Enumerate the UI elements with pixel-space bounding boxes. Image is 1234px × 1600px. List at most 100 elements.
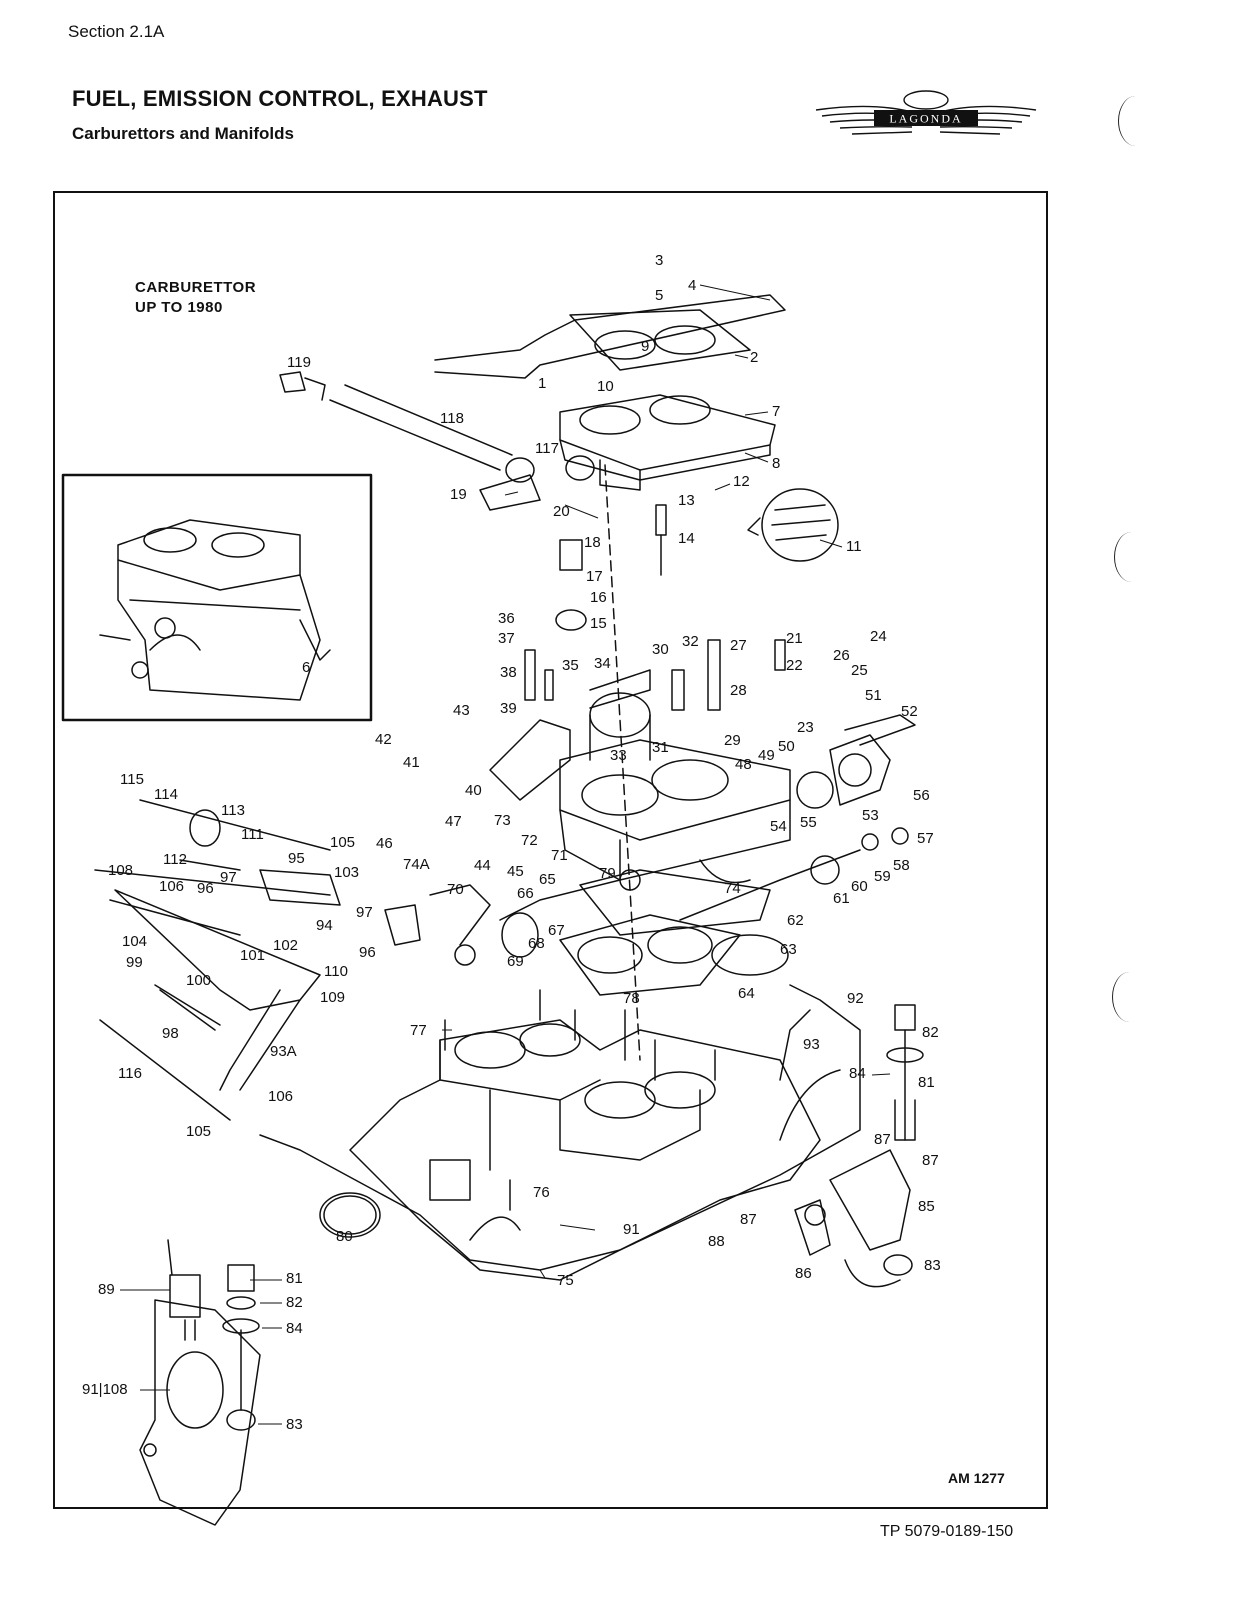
binding-hole-mark <box>1112 972 1147 1022</box>
callout-51: 51 <box>865 687 882 704</box>
callout-13: 13 <box>678 492 695 509</box>
binding-hole-mark <box>1118 96 1153 146</box>
callout-82: 82 <box>922 1024 939 1041</box>
leader-lines <box>120 284 891 1425</box>
inset-caption-line2: UP TO 1980 <box>135 299 223 316</box>
air-filter <box>747 488 839 562</box>
callout-33: 33 <box>610 747 627 764</box>
callout-15: 15 <box>590 615 607 632</box>
carburettor-body <box>489 669 791 891</box>
callout-62: 62 <box>787 912 804 929</box>
callout-67: 67 <box>548 922 565 939</box>
callout-45: 45 <box>507 863 524 880</box>
lagonda-logo: LAGONDA <box>815 90 1037 135</box>
gasket-top <box>434 294 786 379</box>
callout-99: 98 <box>162 1025 179 1042</box>
callout-55: 55 <box>800 814 817 831</box>
callout-98a: 97 <box>220 869 237 886</box>
callout-79: 79 <box>599 865 616 882</box>
callout-29: 29 <box>724 732 741 749</box>
callout-20: 20 <box>553 503 570 520</box>
callout-117: 116 <box>118 1065 142 1082</box>
callout-30: 30 <box>652 641 669 658</box>
callout-86: 86 <box>795 1265 812 1282</box>
callout-109: 108 <box>108 862 133 879</box>
callout-107b: 106 <box>268 1088 293 1105</box>
callout-14: 14 <box>678 530 695 547</box>
callout-46: 46 <box>376 835 393 852</box>
callout-83: 83 <box>924 1257 941 1274</box>
callout-19: 19 <box>450 486 467 503</box>
callout-113: 112 <box>163 851 187 868</box>
callout-42: 42 <box>375 731 392 748</box>
callout-94: 93A <box>270 1043 297 1060</box>
callout-69: 69 <box>507 953 524 970</box>
callout-28: 28 <box>730 682 747 699</box>
callout-11: 11 <box>846 538 862 555</box>
section-number: Section 2.1A <box>68 22 165 41</box>
callout-78: 78 <box>623 990 640 1007</box>
callout-27: 27 <box>730 637 747 654</box>
binding-hole-mark <box>1114 532 1149 582</box>
callout-112: 111 <box>241 826 264 843</box>
inlet-manifold <box>349 1019 841 1281</box>
callout-72: 72 <box>521 832 538 849</box>
callout-105: 104 <box>122 933 147 950</box>
callout-107a: 106 <box>159 878 184 895</box>
callout-53: 53 <box>862 807 879 824</box>
callout-100: 99 <box>126 954 143 971</box>
callout-26: 26 <box>833 647 850 664</box>
callout-37: 37 <box>498 630 515 647</box>
callout-97a: 96 <box>197 880 214 897</box>
callout-65: 65 <box>539 871 556 888</box>
inset-callout-84: 84 <box>286 1320 303 1337</box>
callout-68: 68 <box>528 935 545 952</box>
callout-61: 61 <box>833 890 850 907</box>
callout-22: 22 <box>786 657 803 674</box>
callout-21: 21 <box>786 630 803 647</box>
fuel-hose <box>279 371 595 511</box>
callout-76: 76 <box>533 1184 550 1201</box>
linkage <box>384 827 909 966</box>
callout-58: 58 <box>893 857 910 874</box>
carburettor-cover <box>559 394 776 491</box>
callout-40: 40 <box>465 782 482 799</box>
callout-104: 103 <box>334 864 359 881</box>
callout-60: 60 <box>851 878 868 895</box>
callout-90: 89 <box>98 1281 115 1298</box>
gasket-2 <box>569 309 751 371</box>
callout-43: 43 <box>453 702 470 719</box>
callout-88a: 87 <box>874 1131 891 1148</box>
callout-59: 59 <box>874 868 891 885</box>
callout-73: 73 <box>494 812 511 829</box>
callout-4: 4 <box>688 277 696 294</box>
callout-5: 5 <box>655 287 663 304</box>
callout-103: 102 <box>273 937 298 954</box>
callout-39: 39 <box>500 700 517 717</box>
callout-101: 100 <box>186 972 211 989</box>
vacuum-pipe <box>259 984 861 1271</box>
callout-2: 2 <box>750 349 758 366</box>
callout-34: 34 <box>594 655 611 672</box>
inset-callout-82: 82 <box>286 1294 303 1311</box>
callout-35: 35 <box>562 657 579 674</box>
callout-74a: 74A <box>403 856 430 873</box>
callout-63: 63 <box>780 941 797 958</box>
inset-callout-81: 81 <box>286 1270 303 1287</box>
callout-98b: 97 <box>356 904 373 921</box>
callout-1: 1 <box>538 375 546 392</box>
callout-23: 23 <box>797 719 814 736</box>
callout-120: 119 <box>287 354 311 371</box>
inset-box <box>61 473 373 722</box>
callout-116: 115 <box>120 771 144 788</box>
callout-119: 118 <box>440 410 464 427</box>
callout-95: 94 <box>316 917 333 934</box>
callout-81: 81 <box>918 1074 935 1091</box>
callout-49: 49 <box>758 747 775 764</box>
callout-25: 25 <box>851 662 868 679</box>
callout-12: 12 <box>733 473 750 490</box>
inset-carburettor <box>99 519 331 701</box>
callout-80: 80 <box>336 1228 353 1245</box>
callout-8: 8 <box>772 455 780 472</box>
callout-31: 31 <box>652 739 669 756</box>
